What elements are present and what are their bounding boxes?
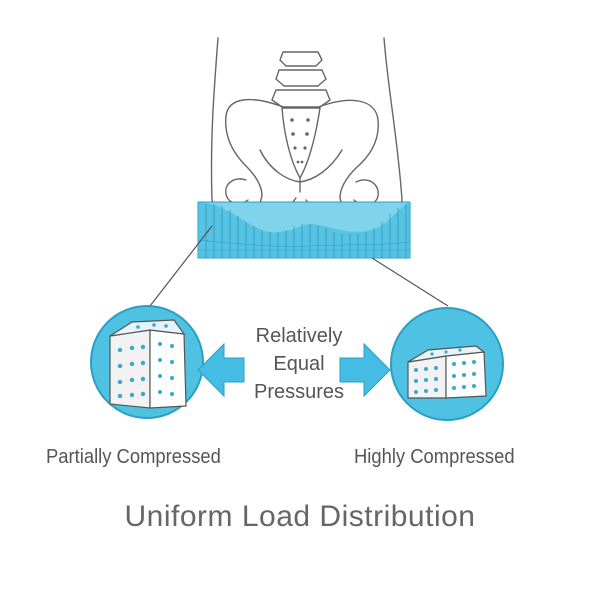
cushion-icon	[197, 201, 411, 259]
leader-lines	[149, 225, 449, 307]
cell-highly-compressed-icon	[390, 307, 504, 421]
highly-compressed-caption: Highly Compressed	[354, 446, 515, 468]
cell-partially-compressed-icon	[90, 305, 204, 419]
arrow-right-icon	[339, 342, 391, 398]
pressure-label-line-3: Pressures	[253, 381, 345, 403]
pressure-label-line-2: Equal	[273, 353, 325, 375]
pressure-label-line-1: Relatively	[255, 325, 343, 347]
pelvis-skeleton-icon	[210, 37, 403, 217]
arrow-left-icon	[197, 342, 245, 398]
partially-compressed-caption: Partially Compressed	[46, 446, 221, 468]
sacrum-holes	[290, 118, 310, 164]
pressure-label: Relatively Equal Pressures	[230, 322, 368, 406]
diagram-title: Uniform Load Distribution	[124, 500, 476, 533]
